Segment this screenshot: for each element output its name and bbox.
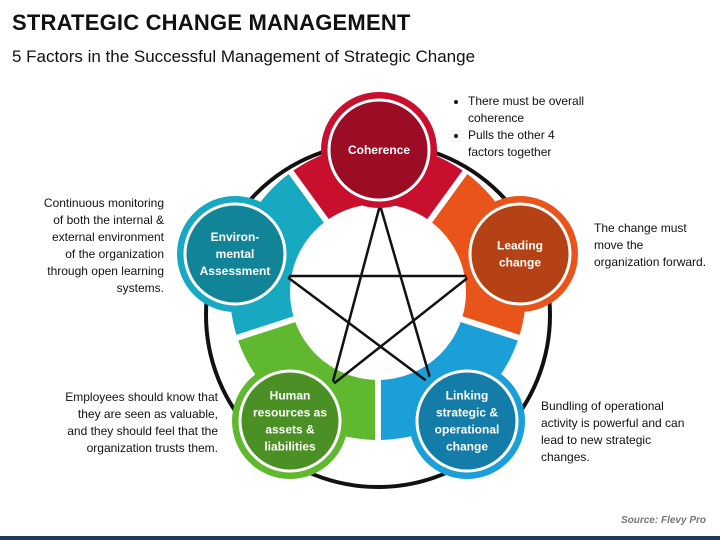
node-linking: Linking strategic & operational change: [409, 363, 525, 479]
node-label-environmental: mental: [216, 247, 255, 261]
center-circle: [290, 204, 466, 380]
pentagram-star: [282, 200, 474, 389]
node-inner-circle: [415, 369, 519, 473]
node-label-human: resources as: [253, 406, 327, 420]
note-coherence-item: There must be overall coherence: [468, 93, 592, 127]
node-label-linking: operational: [435, 423, 500, 437]
node-label-environmental: Assessment: [200, 264, 271, 278]
node-label-human: assets &: [265, 423, 315, 437]
note-leading: The change must move the organization fo…: [594, 221, 707, 269]
node-label-environmental: Environ-: [211, 230, 260, 244]
note-linking: Bundling of operational activity is powe…: [541, 399, 685, 464]
note-environmental: Continuous monitoring of both the intern…: [43, 196, 164, 295]
node-human: Human resources as assets & liabilities: [232, 363, 348, 479]
node-inner-circle: [468, 202, 572, 306]
node-label-human: Human: [270, 389, 311, 403]
node-coherence: Coherence: [321, 92, 437, 208]
bottom-bar: [0, 536, 720, 540]
node-inner-circle: [327, 98, 431, 202]
node-inner-circle: [183, 202, 287, 306]
node-label-leading: change: [499, 256, 541, 270]
node-label-linking: strategic &: [436, 406, 498, 420]
node-label-linking: Linking: [446, 389, 489, 403]
note-coherence-item: Pulls the other 4 factors together: [468, 127, 592, 161]
node-label-human: liabilities: [264, 440, 316, 454]
node-inner-circle: [238, 369, 342, 473]
node-label-coherence: Coherence: [348, 143, 410, 157]
source-credit: Source: Flevy Pro: [620, 515, 706, 526]
note-coherence: There must be overall coherence Pulls th…: [452, 93, 592, 161]
node-label-linking: change: [446, 440, 488, 454]
note-human: Employees should know that they are seen…: [65, 390, 218, 455]
node-label-leading: Leading: [497, 239, 543, 253]
page-subtitle: 5 Factors in the Successful Management o…: [12, 47, 476, 66]
node-leading: Leading change: [462, 196, 578, 312]
page-title: STRATEGIC CHANGE MANAGEMENT: [12, 10, 411, 35]
